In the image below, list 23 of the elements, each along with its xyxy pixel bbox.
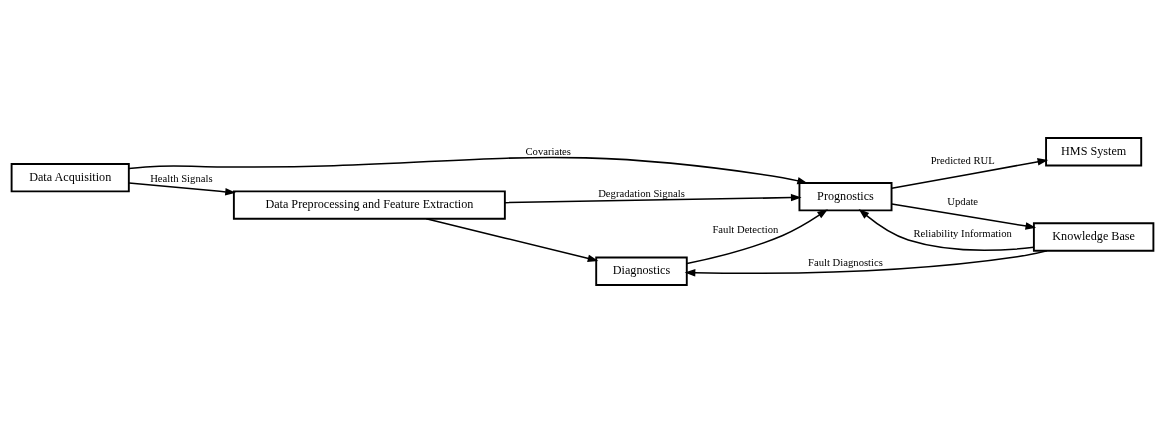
arrow [425, 218, 599, 262]
node-box: Diagnostics [595, 256, 688, 286]
arrow [686, 209, 828, 265]
node-box: Data Preprocessing and Feature Extraction [232, 190, 506, 220]
arrow [504, 193, 802, 204]
arrow [891, 203, 1037, 230]
node-box: Data Acquisition [10, 163, 130, 193]
node-box: Knowledge Base [1032, 222, 1155, 252]
edge-label: Health Signals [150, 173, 213, 185]
edge-label: Predicted RUL [930, 155, 995, 167]
edge-label: Fault Diagnostics [808, 257, 883, 269]
arrow [858, 208, 1035, 251]
edge-label: Fault Detection [712, 223, 779, 235]
edge-label: Covariates [525, 145, 571, 157]
node-box: HMS System [1045, 137, 1143, 167]
arrow [128, 182, 236, 196]
arrow [891, 158, 1049, 190]
node-box: Prognostics [798, 182, 893, 212]
edge-label: Reliability Information [913, 228, 1012, 240]
arrow [128, 156, 808, 185]
arrow [684, 249, 1048, 277]
edge-label: Update [947, 196, 979, 208]
edge-label: Degradation Signals [598, 187, 685, 199]
